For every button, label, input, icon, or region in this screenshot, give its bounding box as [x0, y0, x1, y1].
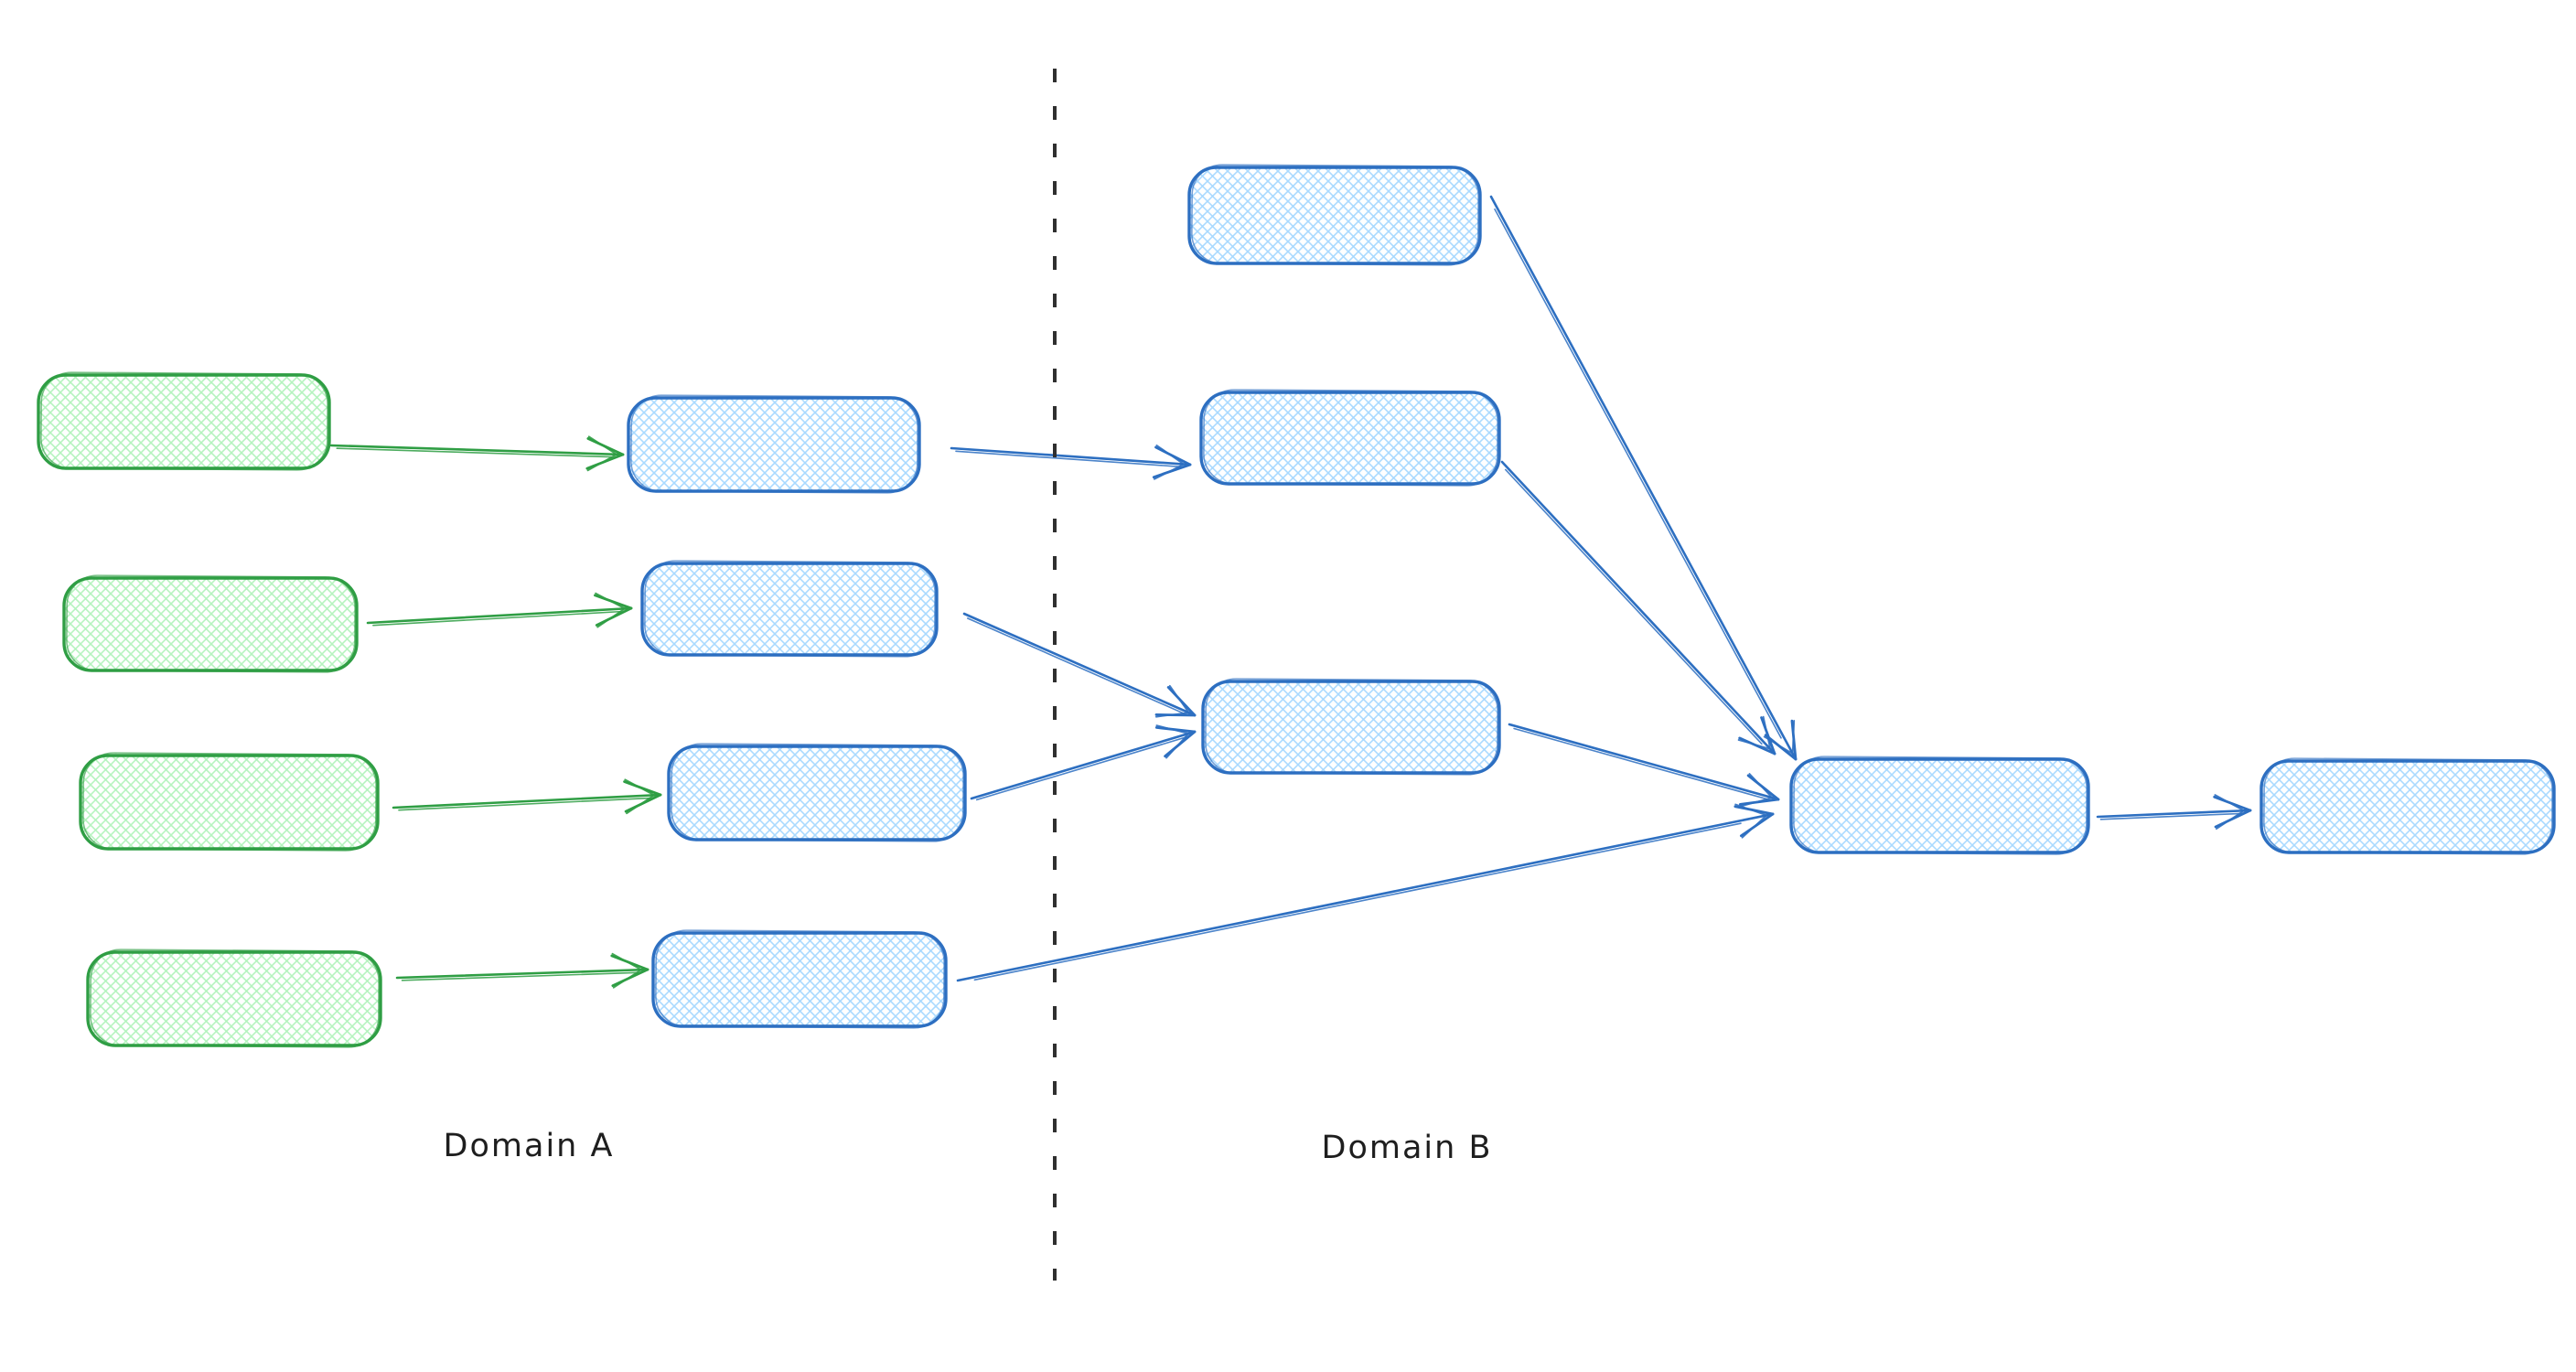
node-stage-b2 — [1199, 389, 1501, 487]
edge-source-3-to-stage-a3 — [392, 778, 662, 815]
node-stage-a1 — [627, 394, 921, 494]
domain-b-label: Domain B — [1322, 1130, 1493, 1166]
edge-source-2-to-stage-a2 — [366, 592, 633, 628]
node-source-3 — [79, 752, 380, 852]
node-output — [2259, 757, 2556, 855]
edge-stage-b2-to-merge — [1500, 460, 1776, 756]
edge-source-4-to-stage-a4 — [395, 952, 649, 989]
edge-stage-a3-to-stage-b3 — [970, 724, 1197, 801]
node-source-4 — [86, 949, 382, 1048]
node-source-1 — [37, 371, 331, 471]
node-merge — [1789, 756, 2090, 855]
edge-stage-a1-to-stage-b2 — [950, 445, 1192, 480]
node-source-2 — [62, 574, 359, 673]
node-stage-a2 — [640, 560, 939, 658]
edges-layer — [329, 195, 2252, 989]
edge-source-1-to-stage-a1 — [329, 435, 625, 472]
edge-stage-b3-to-merge — [1508, 723, 1780, 808]
edge-stage-a4-to-merge — [956, 803, 1775, 982]
node-stage-b1 — [1187, 164, 1482, 266]
nodes-layer — [37, 164, 2556, 1048]
node-stage-a3 — [667, 743, 967, 842]
edge-stage-b1-to-merge — [1489, 195, 1798, 761]
node-stage-b3 — [1201, 678, 1501, 776]
edge-stage-a2-to-stage-b3 — [962, 612, 1197, 718]
domain-a-label: Domain A — [444, 1128, 615, 1164]
node-stage-a4 — [651, 929, 948, 1029]
edge-merge-to-output — [2096, 794, 2252, 830]
